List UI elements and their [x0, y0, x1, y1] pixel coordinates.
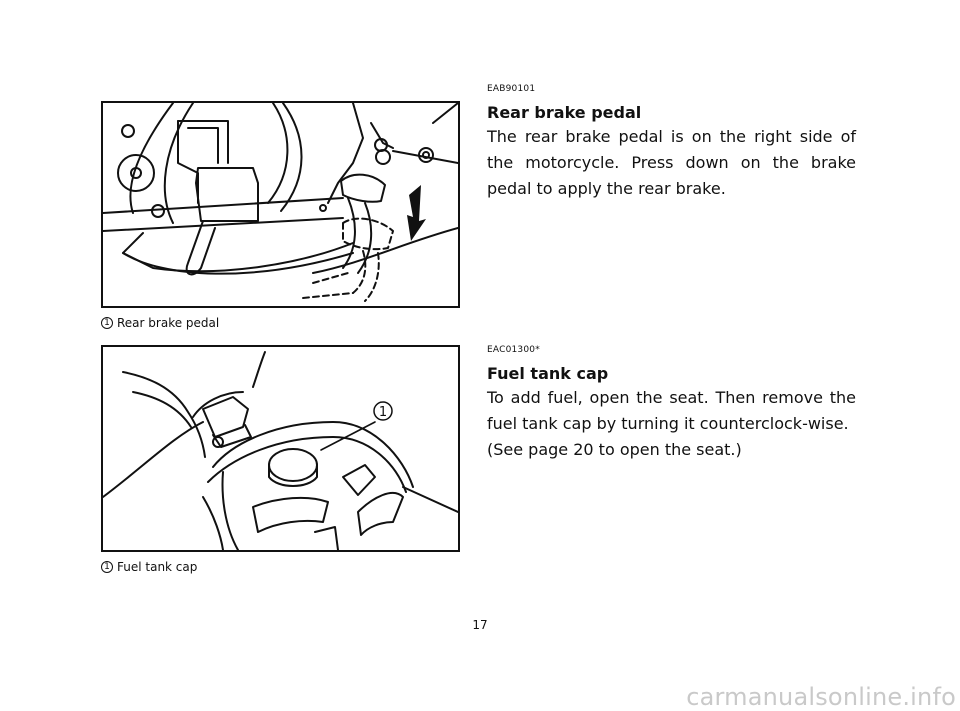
rear-brake-pedal-section: EAB90101 Rear brake pedal The rear brake… [487, 84, 856, 202]
fuel-tank-cap-figure: 1 [101, 345, 460, 552]
body-paragraph: To add fuel, open the seat. Then remove … [487, 388, 856, 433]
rear-brake-pedal-figure [101, 101, 460, 308]
body-paragraph: (See page 20 to open the seat.) [487, 440, 742, 459]
section-body: To add fuel, open the seat. Then remove … [487, 385, 856, 463]
leader-number: 1 [379, 405, 387, 420]
fuel-tank-cap-section: EAC01300* Fuel tank cap To add fuel, ope… [487, 345, 856, 463]
section-heading: Rear brake pedal [487, 103, 642, 122]
caption-text: Rear brake pedal [117, 316, 220, 330]
fuel-tank-cap-illustration: 1 [103, 351, 458, 550]
callout-marker: 1 [373, 401, 393, 421]
rear-brake-pedal-illustration [103, 103, 458, 302]
section-code: EAB90101 [487, 84, 536, 94]
callout-number: 1 [101, 561, 113, 573]
section-body: The rear brake pedal is on the right sid… [487, 127, 856, 198]
site-watermark: carmanualsonline.info [686, 683, 956, 711]
page-number: 17 [472, 618, 488, 632]
rear-brake-pedal-caption: 1 Rear brake pedal [101, 316, 219, 330]
caption-text: Fuel tank cap [117, 560, 198, 574]
section-heading: Fuel tank cap [487, 364, 609, 383]
callout-number: 1 [101, 317, 113, 329]
section-code: EAC01300* [487, 345, 540, 355]
fuel-tank-cap-caption: 1 Fuel tank cap [101, 560, 197, 574]
